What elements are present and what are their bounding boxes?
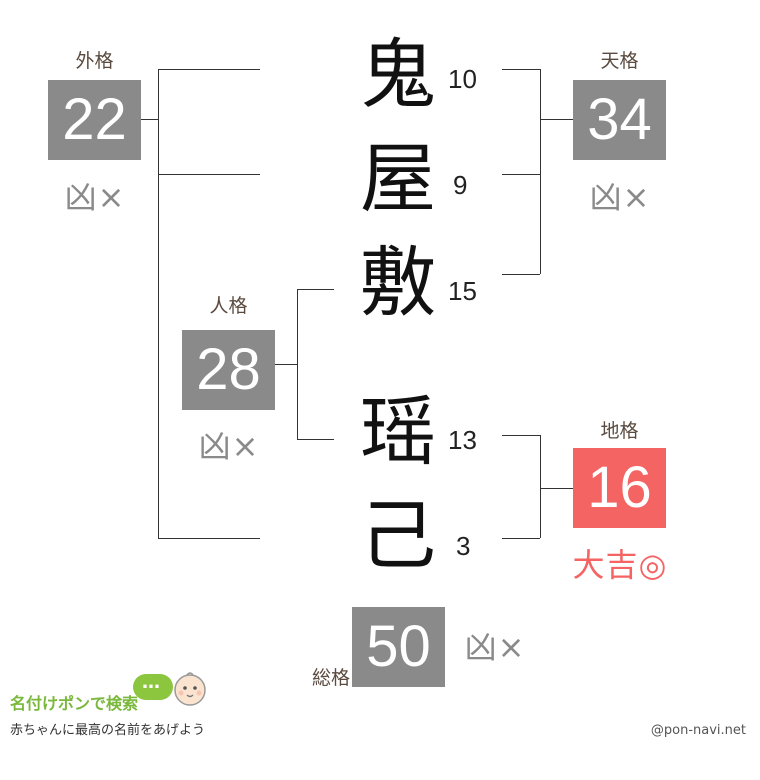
jinkaku-label: 人格 [209,295,248,317]
stroke-count-3: 15 [448,276,477,306]
site-credit: @pon-navi.net [650,723,746,738]
chikaku-line-top [502,435,540,436]
jinkaku-line-top [297,289,334,290]
speech-bubble-icon: … [133,672,173,700]
name-char-2: 屋 [360,134,436,223]
tenkaku-connector [540,119,573,120]
chikaku-value: 16 [573,448,666,528]
chikaku-line-vertical [540,435,541,538]
tenkaku-line-bottom [502,274,540,275]
chikaku-fortune: 大吉◎ [572,546,668,584]
jinkaku-connector [275,364,297,365]
gaikaku-value: 22 [48,80,141,160]
tenkaku-line-mid [502,174,540,175]
soukaku-label: 総格 [311,667,350,689]
stroke-count-2: 9 [453,170,468,200]
jinkaku-value: 28 [182,330,275,410]
jinkaku-fortune: 凶× [198,427,260,465]
gaikaku-line-bottom [158,538,260,539]
tenkaku-value: 34 [573,80,666,160]
gaikaku-label: 外格 [75,50,114,72]
name-char-5: 己 [360,491,436,580]
chikaku-connector [540,488,573,489]
stroke-count-1: 10 [448,64,477,94]
chikaku-label: 地格 [600,420,639,442]
gaikaku-line-mid [158,174,260,175]
jinkaku-line-bottom [297,439,334,440]
stroke-count-5: 3 [456,531,471,561]
gaikaku-line-top [158,69,260,70]
gaikaku-fortune: 凶× [64,178,126,216]
soukaku-value: 50 [352,607,445,687]
name-char-1: 鬼 [360,30,436,119]
jinkaku-line-vertical [297,289,298,439]
baby-face-icon [170,668,210,708]
tenkaku-line-vertical [540,69,541,274]
chikaku-line-bottom [502,538,540,539]
gaikaku-connector [141,119,158,120]
soukaku-fortune: 凶× [464,628,526,666]
tenkaku-label: 天格 [600,50,639,72]
logo-subtitle: 赤ちゃんに最高の名前をあげよう [10,723,206,738]
name-char-3: 敷 [360,238,436,327]
logo-title: 名付けポンで検索 [10,694,139,713]
tenkaku-fortune: 凶× [589,178,651,216]
stroke-count-4: 13 [448,425,477,455]
tenkaku-line-top [502,69,540,70]
gaikaku-line-vertical [158,69,159,538]
name-char-4: 瑶 [360,387,436,476]
